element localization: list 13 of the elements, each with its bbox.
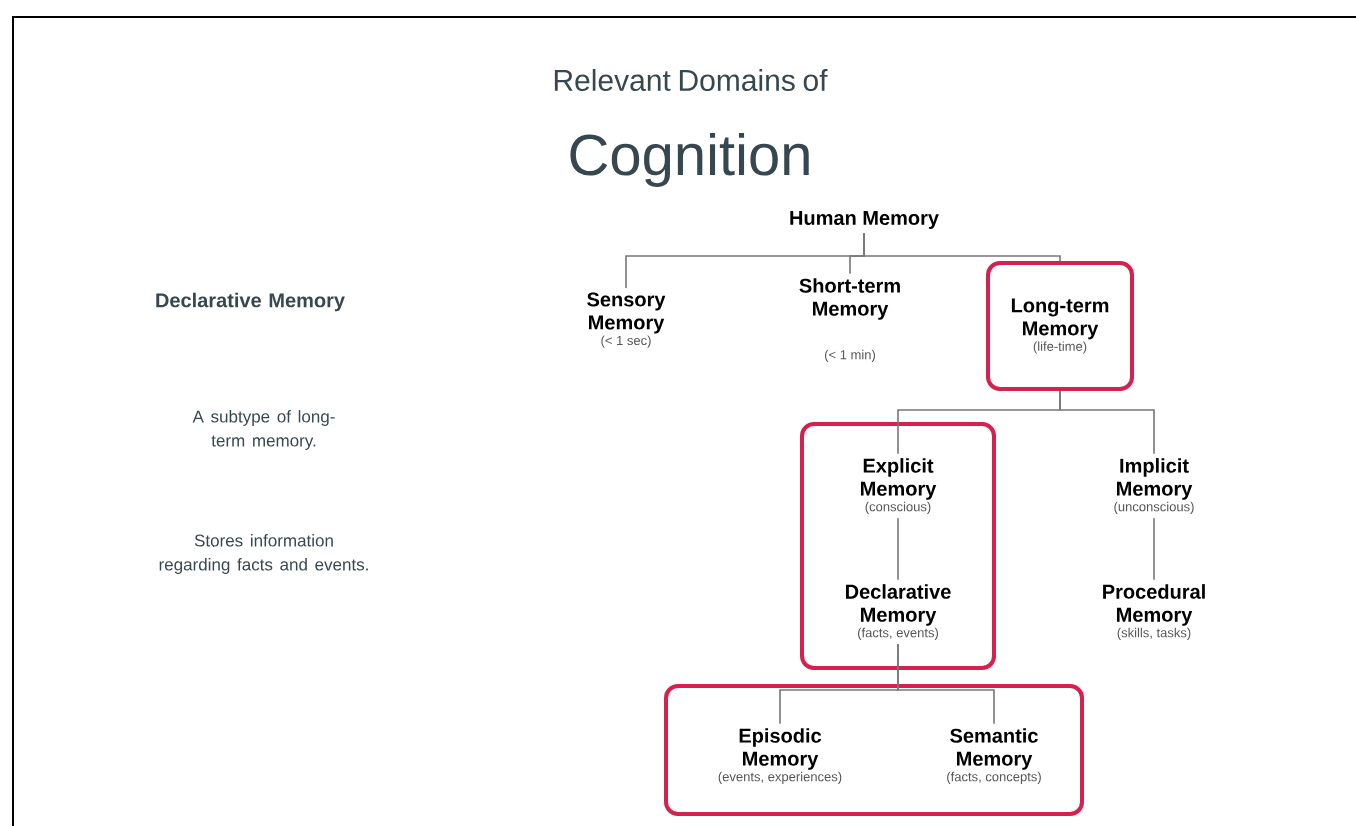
connector-line <box>1153 517 1155 581</box>
description-text: Stores information regarding facts and events. <box>159 534 368 574</box>
slide-title: Relevant Domains of <box>554 69 828 91</box>
slide-title: Cognition <box>570 132 809 188</box>
connector-line <box>863 232 1061 262</box>
connector-line <box>1059 390 1155 455</box>
highlight-box <box>800 422 996 670</box>
description-text: A subtype of long-term memory. <box>192 410 335 450</box>
connector-line <box>897 643 995 725</box>
memory-label: Human Memory <box>790 211 939 229</box>
section-heading: Declarative Memory <box>156 292 345 312</box>
connector-line <box>897 517 899 581</box>
highlight-box <box>664 684 1084 816</box>
